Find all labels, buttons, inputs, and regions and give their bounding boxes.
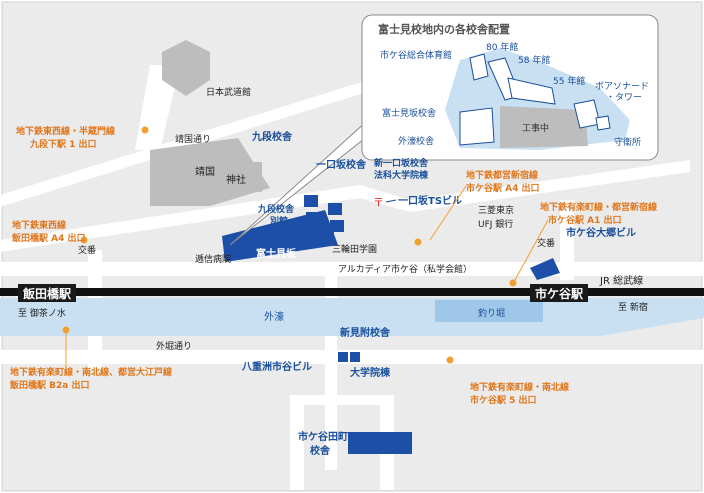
koban-label-1: 交番 bbox=[78, 244, 96, 256]
kudanshita-exit-label: 地下鉄東西線・半蔵門線 bbox=[16, 125, 115, 137]
teishin-label: 逓信病院 bbox=[195, 253, 231, 265]
inset-boissonade-tower: ・タワー bbox=[606, 92, 642, 103]
kudan-label: 九段校舎 bbox=[251, 130, 293, 143]
yurakucho-a1-exit-dot bbox=[509, 279, 517, 287]
tsuribori-label: 釣り堀 bbox=[478, 307, 505, 319]
rail-line bbox=[0, 288, 704, 296]
canal bbox=[0, 298, 704, 336]
inset-boissonade: ボアソナード bbox=[595, 81, 649, 92]
arcadia-label: アルカディア市ケ谷（私学会館） bbox=[338, 263, 472, 275]
iidabashi-b2a-exit-dot bbox=[62, 326, 70, 334]
inset-hall-55: 55 年館 bbox=[553, 75, 585, 87]
toei-shinjuku-exit-label: 地下鉄都営新宿線 bbox=[466, 169, 538, 181]
ichigaya-tamachi-label: 市ケ谷田町 bbox=[298, 430, 348, 443]
yurakucho-a1-exit-label: 地下鉄有楽町線・都営新宿線 bbox=[540, 201, 657, 213]
kudanshita-exit-label-2: 九段下駅 1 出口 bbox=[29, 138, 97, 150]
kudanshita-exit-dot bbox=[141, 126, 149, 134]
ichigaya-5-exit-dot bbox=[446, 356, 454, 364]
yasukuni-label: 靖国 bbox=[195, 165, 215, 178]
ichigaya-5-exit-label-2: 市ケ谷駅 5 出口 bbox=[470, 394, 537, 406]
nippon-budokan-label: 日本武道館 bbox=[206, 86, 251, 98]
kudan-annex-label: 九段校舎 bbox=[257, 203, 295, 215]
yurakucho-a1-exit-label-2: 市ケ谷駅 A1 出口 bbox=[548, 214, 622, 226]
ichigaya-tamachi-label-2: 校舎 bbox=[310, 444, 331, 457]
yasukuni-dori-label: 靖国通り bbox=[175, 133, 211, 145]
new-hitokuchizaka-label: 新一口坂校舎 bbox=[374, 157, 429, 169]
yasukuni-dori-road bbox=[0, 70, 405, 207]
toei-shinjuku-exit-label-2: 市ケ谷駅 A4 出口 bbox=[466, 182, 540, 194]
fujimi-label: 富士見坂 bbox=[256, 247, 297, 260]
yaesu-label: 八重洲市谷ビル bbox=[241, 360, 312, 373]
ufj-label-1: 三菱東京 bbox=[478, 204, 514, 216]
inset-construction-area bbox=[500, 106, 588, 148]
inset-hall-80: 80 年館 bbox=[486, 41, 518, 53]
city-blocks bbox=[150, 40, 270, 206]
iidabashi-b2a-exit-label: 地下鉄有楽町線・南北線、都営大江戸線 bbox=[10, 366, 172, 378]
inset-guard: 守衛所 bbox=[614, 136, 641, 148]
ufj-label-2: UFJ 銀行 bbox=[478, 218, 513, 230]
inset-panel: 富士見校地内の各校舎配置 市ケ谷総合体育館 80 年館 58 年館 55 年館 … bbox=[229, 14, 659, 246]
ichigaya-station: 市ケ谷駅 bbox=[535, 286, 584, 301]
hitokuchizaka-ts-label: 一口坂TSビル bbox=[398, 194, 462, 207]
nippon-budokan-block bbox=[162, 40, 210, 96]
inset-sotobori-bldg: 外濠校舎 bbox=[398, 135, 434, 147]
post-office-icon: 〒 bbox=[373, 196, 384, 209]
sotobori-label: 外濠 bbox=[264, 310, 284, 323]
koban-label-2: 交番 bbox=[537, 237, 555, 249]
ichigaya-5-exit-label: 地下鉄有楽町線・南北線 bbox=[470, 381, 569, 393]
jr-line-label: JR 総武線 bbox=[599, 274, 643, 287]
iidabashi-b2a-exit-label-2: 飯田橋駅 B2a 出口 bbox=[9, 379, 89, 391]
iidabashi-a4-exit-label-2: 飯田橋駅 A4 出口 bbox=[11, 232, 86, 244]
subway-exits bbox=[62, 126, 549, 368]
iidabashi-station-box bbox=[18, 284, 76, 302]
graduate-label: 大学院棟 bbox=[350, 366, 391, 379]
shin-mitsuke-label: 新見附校舎 bbox=[340, 326, 391, 339]
inset-fujimizaka: 富士見坂校舎 bbox=[382, 107, 436, 119]
inset-construction: 工事中 bbox=[522, 122, 549, 134]
inset-ichigaya-gym: 市ケ谷総合体育館 bbox=[380, 49, 452, 61]
jinja-label: 神社 bbox=[226, 173, 246, 186]
to-shinjuku-label: 至 新宿 bbox=[618, 301, 648, 313]
ichigaya-ogo-label: 市ケ谷大郷ビル bbox=[566, 226, 636, 239]
new-hitokuchizaka-label-2: 法科大学院棟 bbox=[374, 169, 429, 181]
iidabashi-a4-exit-label: 地下鉄東西線 bbox=[12, 219, 66, 231]
ichigaya-station-box bbox=[530, 284, 588, 302]
sotobori-dori-label: 外堀通り bbox=[156, 340, 192, 352]
iidabashi-a4-exit-dot bbox=[80, 236, 88, 244]
campus-buildings bbox=[222, 195, 560, 454]
toei-shinjuku-exit-dot bbox=[414, 238, 422, 246]
kudan-annex-label-2: 別館 bbox=[269, 215, 288, 227]
inset-hall-58: 58 年館 bbox=[518, 54, 550, 66]
to-ochanomizu-label: 至 御茶ノ水 bbox=[18, 307, 66, 319]
hitokuchizaka-label: 一口坂校舎 bbox=[316, 158, 367, 171]
miwada-label: 三輪田学園 bbox=[332, 243, 377, 255]
inset-title: 富士見校地内の各校舎配置 bbox=[378, 22, 510, 36]
iidabashi-station: 飯田橋駅 bbox=[22, 286, 72, 301]
